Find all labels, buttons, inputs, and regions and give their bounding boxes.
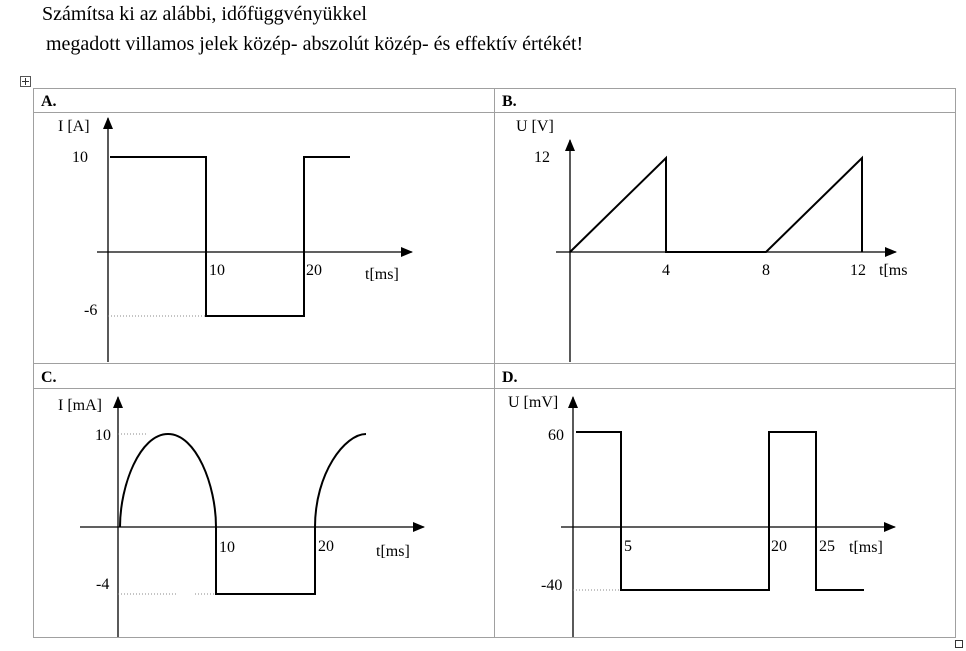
panel-a-x-tick-10: 10: [209, 262, 225, 279]
panel-a-x-tick-20: 20: [306, 262, 322, 279]
table-resize-handle-icon[interactable]: [955, 640, 963, 648]
panel-c-x-tick-20: 20: [318, 538, 334, 555]
panel-a-y-tick-neg6: -6: [84, 302, 97, 319]
panel-a-y-label: I [A]: [58, 118, 90, 135]
panel-d-label: D.: [502, 369, 518, 386]
panel-c-axes: [80, 396, 425, 637]
panel-a-x-label: t[ms]: [365, 266, 399, 283]
panel-c-y-tick-neg4: -4: [96, 576, 109, 593]
panel-c-y-label: I [mA]: [58, 397, 102, 414]
task-title-line-2: megadott villamos jelek közép- abszolút …: [46, 33, 584, 55]
panel-b-y-tick-12: 12: [534, 149, 550, 166]
panel-a-waveform: [110, 156, 350, 317]
panel-d-x-tick-5: 5: [624, 538, 632, 555]
panel-b-x-tick-4: 4: [662, 262, 670, 279]
panel-d-x-tick-25: 25: [819, 538, 835, 555]
panel-c-x-tick-10: 10: [219, 539, 235, 556]
panel-d-x-tick-20: 20: [771, 538, 787, 555]
table-move-handle-icon[interactable]: [20, 76, 31, 87]
panel-d-x-label: t[ms]: [849, 539, 883, 556]
panel-c-x-label: t[ms]: [376, 543, 410, 560]
panel-d-waveform: [576, 431, 864, 591]
task-title-line-1: Számítsa ki az alábbi, időfüggvényükkel: [42, 3, 367, 25]
panel-d: D. U [mV] 60 -40 5 20 25 t[ms]: [502, 369, 896, 637]
panel-c: C. I [mA] 10 -4 10 20 t[ms]: [41, 369, 425, 637]
panel-b-waveform: [569, 155, 863, 253]
panel-b-x-tick-8: 8: [762, 262, 770, 279]
panel-d-y-tick-60: 60: [548, 427, 564, 444]
panel-a: A. I [A] 10 -6 10 20 t[ms]: [41, 93, 413, 362]
panel-a-axes: [97, 117, 413, 362]
panel-b: B. U [V] 12 4 8 12 t[ms: [502, 93, 907, 362]
panel-d-y-label: U [mV]: [508, 394, 558, 411]
panel-b-label: B.: [502, 93, 517, 110]
panel-c-y-tick-10: 10: [95, 427, 111, 444]
table-grid: [33, 88, 956, 638]
panel-b-y-label: U [V]: [516, 118, 554, 135]
panel-c-waveform: [119, 432, 367, 595]
panel-c-label: C.: [41, 369, 57, 386]
panel-a-y-tick-10: 10: [72, 149, 88, 166]
panel-a-label: A.: [41, 93, 57, 110]
panel-c-guide-lines: [118, 433, 216, 595]
panel-b-x-tick-12: 12: [850, 262, 866, 279]
panel-d-y-tick-neg40: -40: [541, 577, 562, 594]
panel-d-axes: [561, 396, 896, 637]
panel-b-x-label: t[ms: [879, 262, 907, 279]
